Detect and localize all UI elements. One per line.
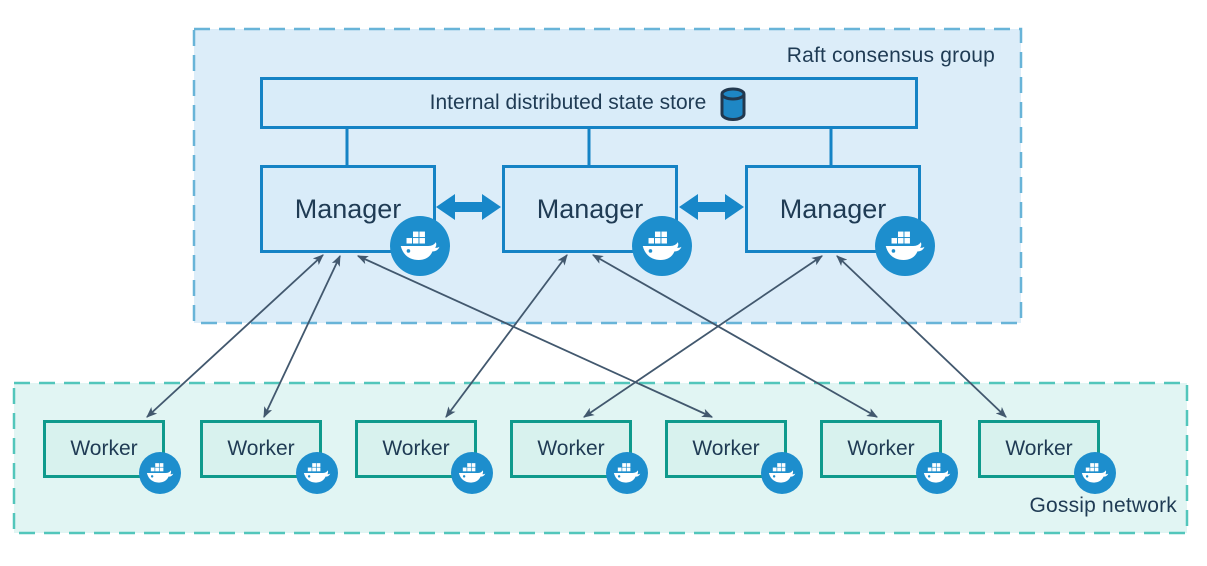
database-icon	[720, 87, 746, 122]
manager-label: Manager	[294, 193, 402, 224]
worker-label: Worker	[70, 437, 138, 460]
manager-node-1: Manager	[260, 165, 450, 276]
store-manager-connectors	[345, 129, 833, 166]
worker-label: Worker	[537, 437, 605, 460]
worker-label: Worker	[847, 437, 915, 460]
worker-node-3: Worker	[355, 420, 493, 494]
link-manager2-worker6	[592, 254, 878, 418]
state-store-node: Internal distributed state store	[260, 77, 918, 129]
docker-whale-icon	[390, 216, 450, 276]
manager-worker-arrows	[146, 254, 1007, 418]
manager-label: Manager	[779, 193, 887, 224]
worker-label: Worker	[227, 437, 295, 460]
manager-node-2: Manager	[502, 165, 692, 276]
worker-node-7: Worker	[978, 420, 1116, 494]
docker-whale-icon	[632, 216, 692, 276]
worker-label: Worker	[1005, 437, 1073, 460]
raft-group-label: Raft consensus group	[786, 44, 995, 67]
link-manager3-worker7	[836, 255, 1007, 418]
link-manager1-worker1	[146, 254, 324, 418]
worker-label: Worker	[382, 437, 450, 460]
state-store-label: Internal distributed state store	[429, 91, 707, 114]
docker-whale-icon	[761, 452, 803, 494]
link-manager2-worker3	[445, 254, 568, 418]
docker-whale-icon	[916, 452, 958, 494]
link-manager3-worker4	[583, 255, 823, 418]
worker-node-2: Worker	[200, 420, 338, 494]
manager-label: Manager	[536, 193, 644, 224]
docker-whale-icon	[139, 452, 181, 494]
docker-whale-icon	[1074, 452, 1116, 494]
docker-whale-icon	[875, 216, 935, 276]
worker-label: Worker	[692, 437, 760, 460]
worker-node-1: Worker	[43, 420, 181, 494]
link-manager1-worker2	[263, 255, 341, 418]
docker-whale-icon	[451, 452, 493, 494]
worker-node-6: Worker	[820, 420, 958, 494]
docker-whale-icon	[296, 452, 338, 494]
link-manager1-worker5	[356, 255, 714, 418]
worker-node-4: Worker	[510, 420, 648, 494]
worker-node-5: Worker	[665, 420, 803, 494]
manager-node-3: Manager	[745, 165, 935, 276]
docker-whale-icon	[606, 452, 648, 494]
gossip-network-label: Gossip network	[1029, 494, 1177, 517]
